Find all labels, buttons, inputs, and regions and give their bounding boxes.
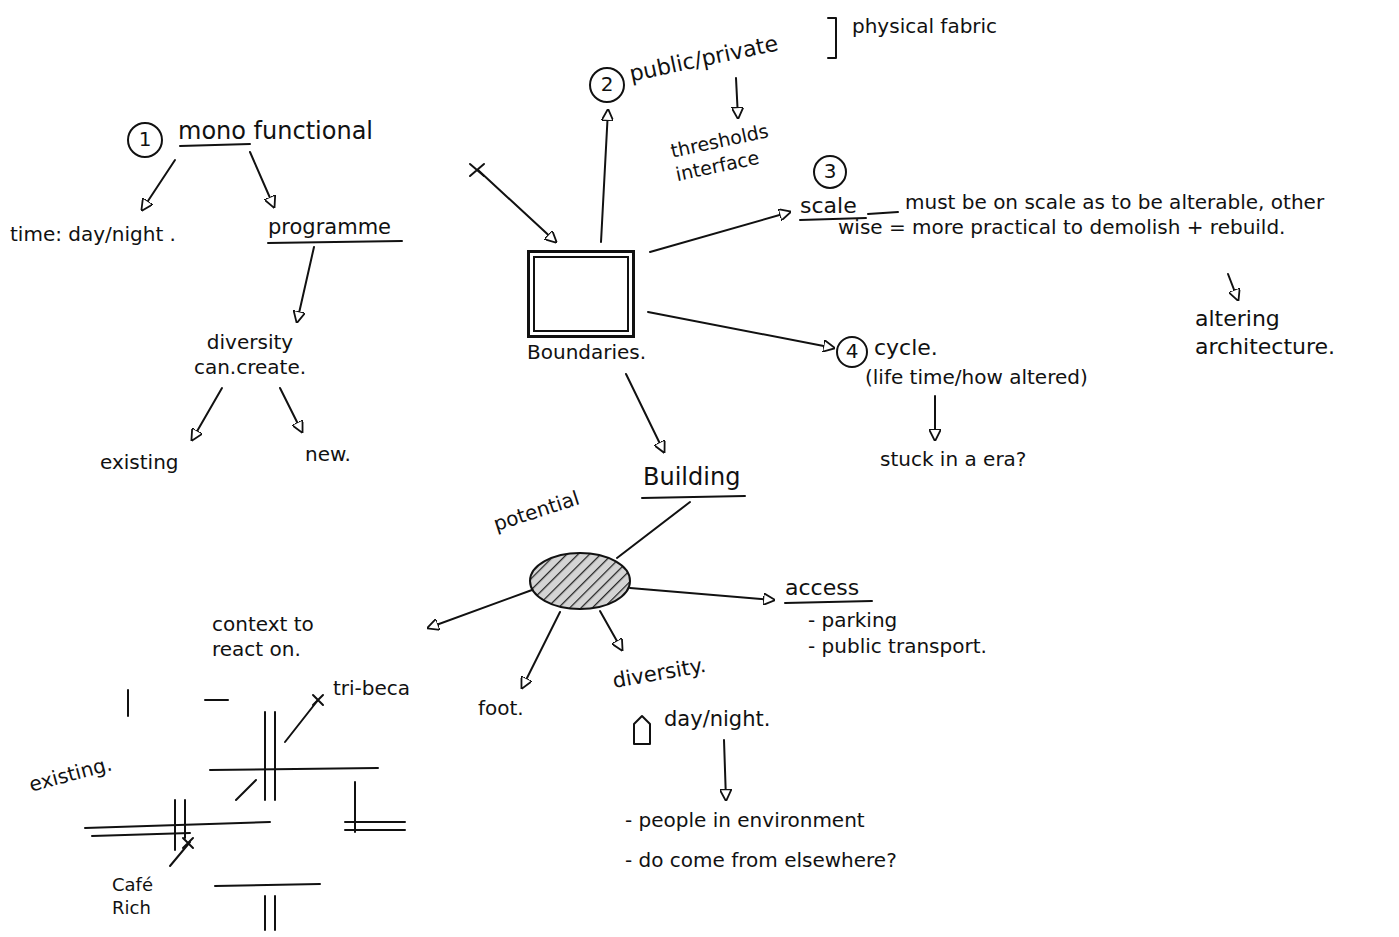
note-text: existing [100, 450, 179, 475]
leader-line [617, 502, 690, 558]
street-line [210, 768, 378, 770]
box-outline [527, 250, 635, 338]
note-text: public/private [627, 30, 781, 88]
bracket [828, 18, 836, 58]
callout-number: 3 [815, 159, 845, 184]
note-text: context to react on. [212, 612, 362, 662]
note-text: - public transport. [808, 634, 987, 659]
underline [785, 601, 872, 603]
ellipse-heading: potential [490, 468, 636, 537]
note-text: diversity. [610, 652, 707, 694]
cross-mark [183, 838, 193, 848]
leader-line [285, 700, 318, 742]
callout-number: 4 [837, 339, 867, 364]
street-line [85, 822, 270, 836]
callout-circle [590, 68, 624, 102]
note-text: tri-beca [333, 676, 410, 701]
street-line [265, 712, 275, 800]
box-heading: Boundaries. [527, 340, 651, 365]
note-text: thresholds interface [669, 111, 816, 187]
note-text: altering architecture. [1195, 305, 1385, 360]
street-line [215, 884, 320, 930]
arrow [724, 740, 726, 800]
arrow [736, 78, 738, 118]
arrow [478, 170, 556, 242]
arrow [601, 110, 608, 242]
potential-ellipse: potential [498, 512, 643, 617]
note-text: foot. [478, 696, 524, 721]
note-text: Building [643, 462, 740, 492]
arrow [428, 590, 532, 628]
callout-circle [837, 337, 867, 367]
callout-circle [128, 123, 162, 157]
arrow [250, 152, 274, 207]
arrow [522, 612, 560, 688]
ellipse-shape [498, 543, 638, 617]
arrow [280, 388, 302, 432]
arrow [630, 588, 774, 600]
boundary-box: Boundaries. [527, 250, 651, 365]
leader-line [868, 212, 898, 214]
cross-mark [313, 695, 323, 705]
note-text: - do come from elsewhere? [625, 848, 897, 873]
street-line [205, 699, 228, 701]
arrow [297, 247, 314, 322]
underline [268, 241, 402, 243]
note-text: must be on scale as to be alterable, oth… [838, 190, 1358, 240]
note-text: mono functional [178, 116, 373, 146]
arrow [1228, 274, 1238, 300]
house-symbol [634, 716, 650, 744]
arrow [626, 374, 664, 452]
callout-number: 1 [130, 127, 160, 152]
arrow [648, 312, 834, 348]
callout-circle [814, 156, 846, 188]
note-text: diversity can.create. [170, 330, 330, 380]
note-text: new. [305, 442, 351, 467]
note-text: - people in environment [625, 808, 865, 833]
callout-number: 2 [592, 72, 622, 97]
note-text: cycle. [874, 334, 938, 362]
leader-line [170, 842, 190, 866]
underline [642, 496, 745, 498]
arrow [650, 212, 790, 252]
note-text: time: day/night . [10, 222, 176, 247]
arrow [192, 388, 222, 440]
note-text: - parking [808, 608, 897, 633]
street-line [345, 782, 405, 832]
arrow [934, 396, 936, 440]
note-text: programme [268, 214, 391, 240]
street-line [175, 800, 185, 850]
hatched-ellipse [530, 553, 630, 609]
note-text: existing. [26, 751, 114, 797]
arrow [600, 611, 622, 650]
note-text: physical fabric [852, 14, 997, 39]
street-line [236, 780, 256, 800]
street-line [127, 690, 129, 716]
note-text: day/night. [664, 706, 770, 732]
note-text: stuck in a era? [880, 447, 1026, 472]
note-text: (life time/how altered) [865, 365, 1088, 390]
note-text: Café Rich [112, 874, 192, 919]
arrow [142, 160, 175, 210]
note-text: access [785, 574, 859, 602]
